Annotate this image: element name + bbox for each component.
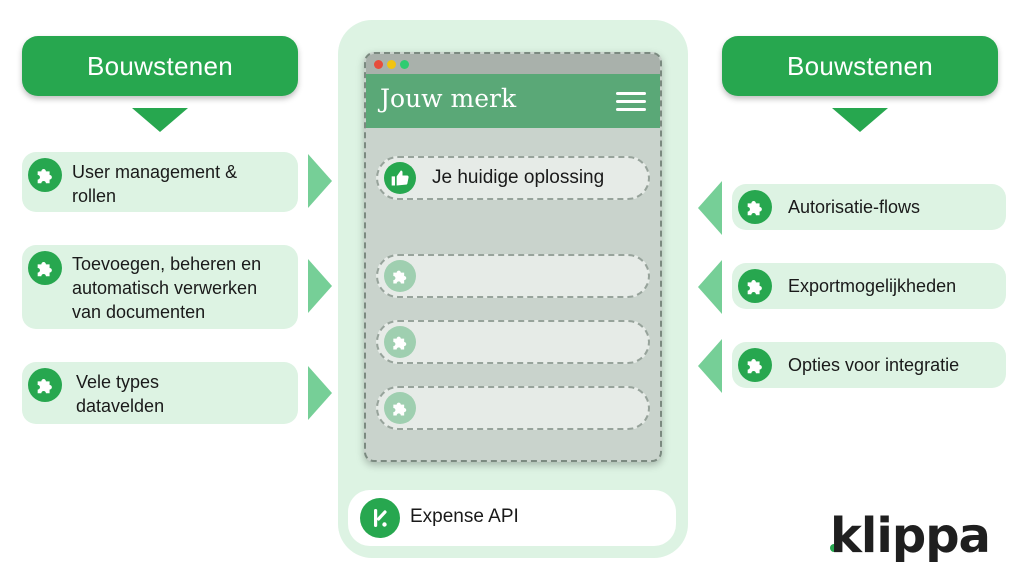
current-solution-slot: Je huidige oplossing [376,156,650,200]
left-feature-user-management: User management & rollen [22,152,298,212]
puzzle-icon [28,368,62,402]
brand-bar: Jouw merk [366,74,660,128]
left-pointing-arrow [698,181,722,235]
left-pointing-arrow [698,260,722,314]
left-header: Bouwstenen [22,36,298,96]
empty-slot [376,386,650,430]
window-titlebar [366,54,660,74]
puzzle-icon [28,251,62,285]
right-pointing-arrow [308,366,332,420]
right-down-arrow [832,108,888,132]
expense-api-box: Expense API [348,490,676,546]
feature-label: Toevoegen, beheren en automatisch verwer… [72,254,262,322]
right-header: Bouwstenen [722,36,998,96]
hamburger-menu-icon [616,92,646,112]
puzzle-icon [384,326,416,358]
feature-label: Opties voor integratie [788,355,960,375]
puzzle-icon [384,260,416,292]
current-solution-label: Je huidige oplossing [432,167,605,188]
puzzle-icon [28,158,62,192]
expense-api-label: Expense API [410,506,519,527]
puzzle-icon [738,269,772,303]
feature-label: Autorisatie-flows [788,197,921,217]
brand-title: Jouw merk [380,84,517,113]
thumbs-up-icon [384,162,416,194]
right-feature-integration: Opties voor integratie [732,342,1006,388]
maximize-dot [400,60,409,69]
left-feature-datafields: Vele types datavelden [22,362,298,424]
right-pointing-arrow [308,259,332,313]
left-down-arrow [132,108,188,132]
feature-label: User management & rollen [72,162,238,206]
right-pointing-arrow [308,154,332,208]
klippa-k-icon [360,498,400,538]
svg-text:klippa: klippa [830,508,990,564]
app-window: Jouw merk Je huidige oplossing [364,52,662,462]
close-dot [374,60,383,69]
left-feature-documents: Toevoegen, beheren en automatisch verwer… [22,245,298,329]
feature-label: Exportmogelijkheden [788,276,957,296]
klippa-logo: klippa [824,500,1004,570]
empty-slot [376,254,650,298]
right-feature-export: Exportmogelijkheden [732,263,1006,309]
puzzle-icon [738,348,772,382]
minimize-dot [387,60,396,69]
empty-slot [376,320,650,364]
feature-label: Vele types datavelden [76,372,165,416]
right-feature-authorization: Autorisatie-flows [732,184,1006,230]
left-pointing-arrow [698,339,722,393]
puzzle-icon [738,190,772,224]
puzzle-icon [384,392,416,424]
